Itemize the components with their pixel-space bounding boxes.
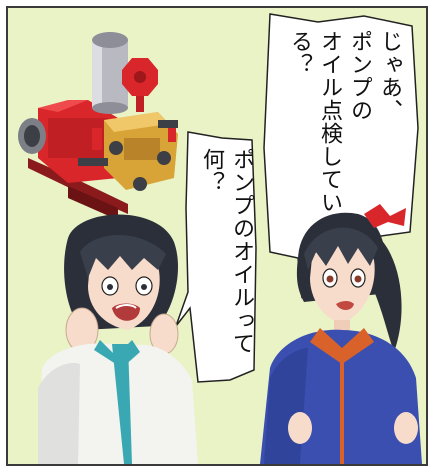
pump-machine-illustration — [18, 32, 178, 220]
speech-right-line-3: オイル点検している？ — [287, 30, 342, 214]
speech-right-line-1: じゃあ、 — [377, 30, 402, 122]
girl-right-illustration — [260, 204, 422, 464]
hair-ribbon-icon — [364, 204, 406, 228]
speech-text-left: ポンプのオイルって何？ — [196, 148, 256, 396]
speech-text-right: じゃあ、 ポンプの オイル点検している？ — [284, 30, 404, 254]
girl-left-illustration — [38, 214, 198, 464]
speech-bubble-left — [175, 131, 257, 383]
speech-left-line-1: ポンプのオイルって何？ — [199, 148, 254, 355]
panel-artwork — [18, 13, 422, 464]
comic-panel: じゃあ、 ポンプの オイル点検している？ ポンプのオイルって何？ — [6, 6, 428, 466]
speech-right-line-2: ポンプの — [347, 30, 372, 122]
